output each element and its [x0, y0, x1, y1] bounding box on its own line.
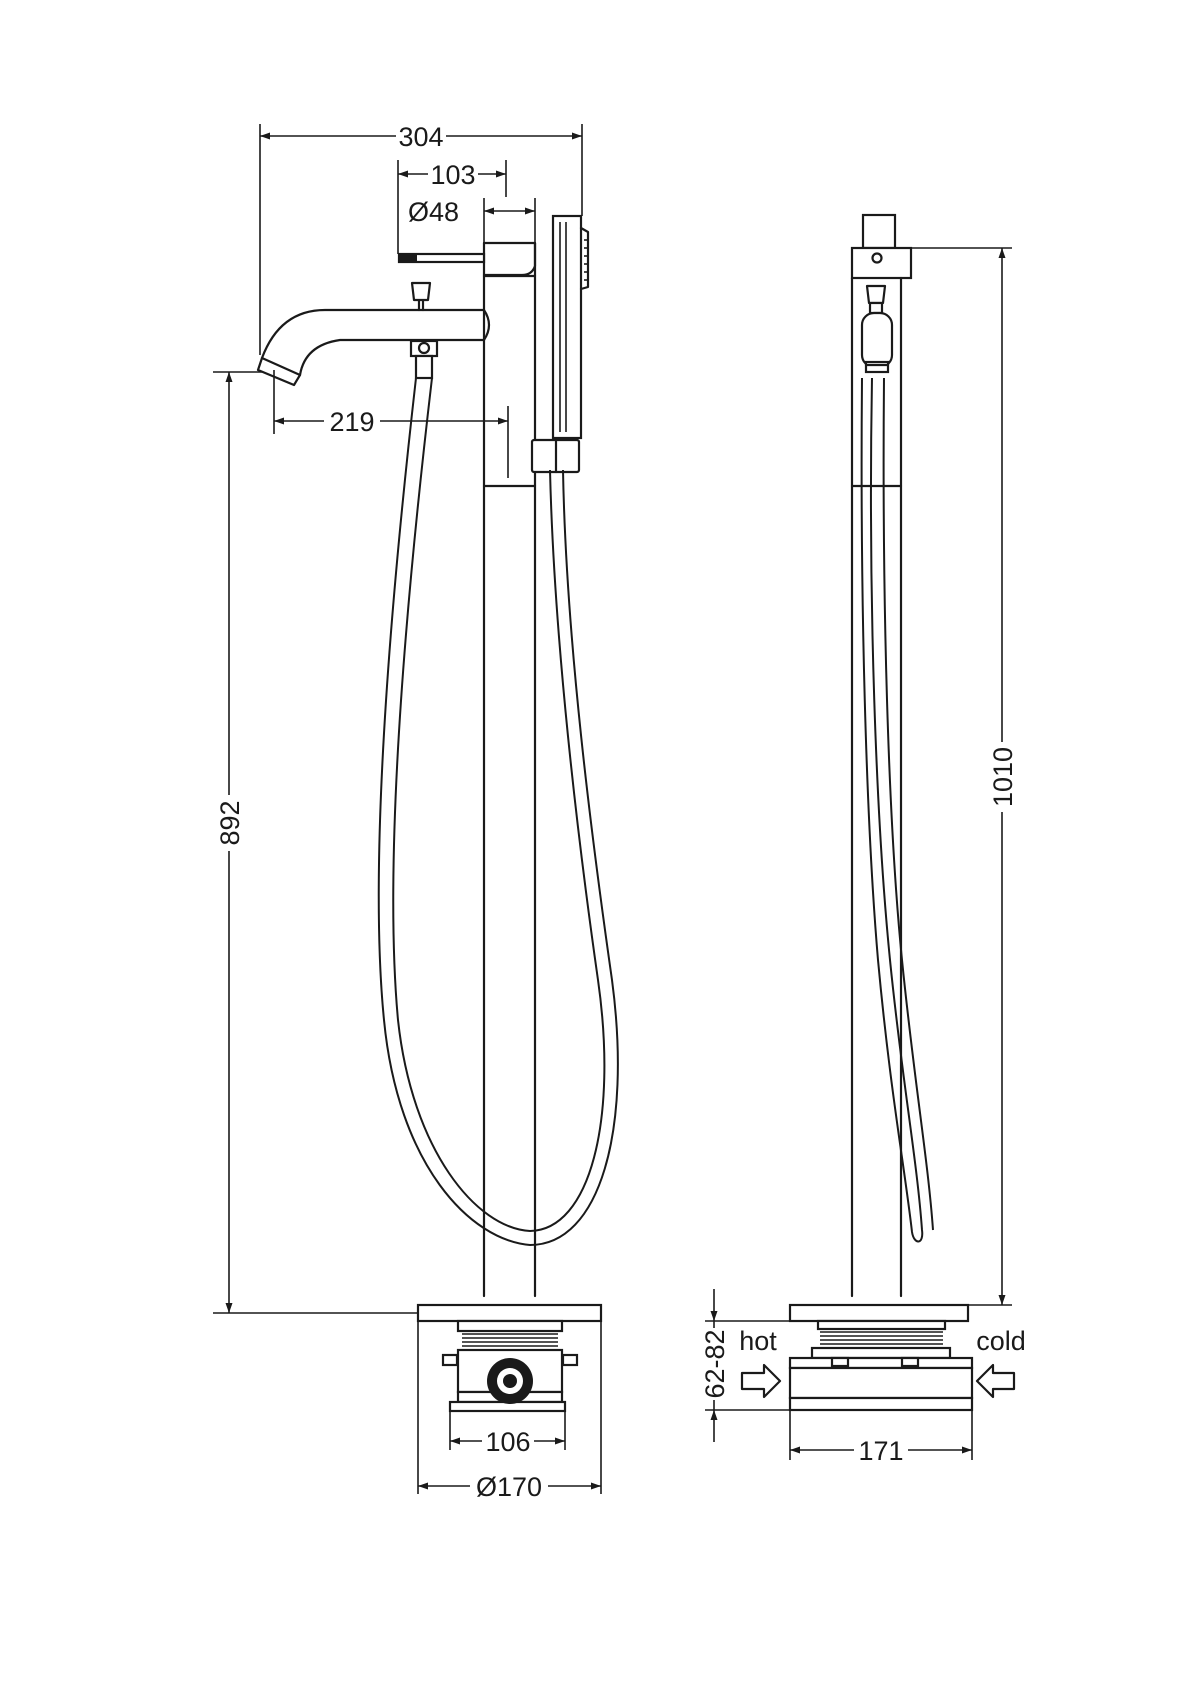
shower-hose	[377, 377, 619, 1247]
dim-label-892: 892	[215, 800, 245, 845]
side-base	[788, 1303, 974, 1412]
side-head	[850, 246, 913, 280]
shower-holder	[530, 438, 581, 474]
diverter-knob	[410, 281, 432, 312]
side-column	[850, 276, 903, 1298]
dim-label-48: Ø48	[408, 197, 459, 227]
dim-box-width-front: 106	[449, 1411, 566, 1457]
dim-spout-reach: 219	[273, 370, 509, 478]
column	[482, 241, 537, 1298]
dim-label-219: 219	[329, 407, 374, 437]
dim-label-1010: 1010	[988, 747, 1018, 807]
dim-total-height: 1010	[911, 247, 1018, 1306]
spout	[256, 308, 491, 387]
dim-box-depth: 62-82	[700, 1289, 818, 1442]
dim-spout-to-handle: 103	[397, 158, 507, 254]
mixer-handle	[397, 241, 537, 277]
hose-connector	[409, 339, 439, 380]
side-spout-connector	[860, 284, 894, 374]
front-base	[416, 1303, 603, 1413]
side-hose	[860, 377, 934, 1243]
dim-plate-diameter: Ø170	[417, 1322, 602, 1502]
cold-arrow-icon	[975, 1363, 1016, 1399]
side-top-cap	[861, 213, 897, 250]
dim-label-304: 304	[398, 122, 443, 152]
dim-box-width-side: 171	[789, 1411, 973, 1466]
dim-body-diameter: Ø48	[408, 197, 536, 243]
cold-inlet: cold	[975, 1326, 1026, 1399]
dim-label-171: 171	[858, 1436, 903, 1466]
front-view: 304 103 Ø48 219	[213, 120, 619, 1502]
hand-shower	[551, 214, 590, 440]
dim-label-170: Ø170	[476, 1472, 542, 1502]
side-view: hot cold 1010 62-82	[700, 213, 1026, 1466]
cold-label: cold	[976, 1326, 1026, 1356]
hot-inlet: hot	[739, 1326, 782, 1399]
hot-label: hot	[739, 1326, 777, 1356]
dim-label-106: 106	[485, 1427, 530, 1457]
dim-label-62-82: 62-82	[700, 1329, 730, 1398]
hot-arrow-icon	[740, 1363, 782, 1399]
dim-spout-height: 892	[213, 371, 418, 1314]
dim-total-width: 304	[259, 120, 583, 355]
dim-label-103: 103	[430, 160, 475, 190]
